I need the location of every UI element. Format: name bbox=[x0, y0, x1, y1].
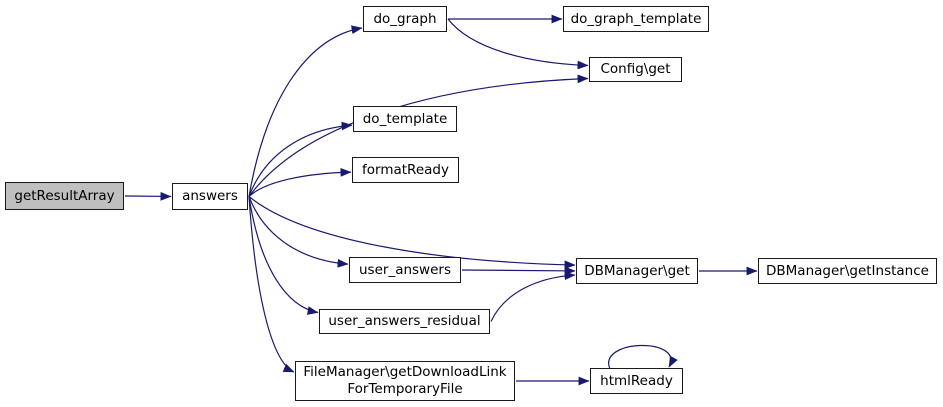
edge-answers-to-dbmanager_get bbox=[248, 196, 576, 270]
node-user_answers_residual[interactable]: user_answers_residual bbox=[319, 309, 490, 334]
node-dbmanager_getinstance[interactable]: DBManager\getInstance bbox=[758, 258, 937, 284]
node-getResultArray: getResultArray bbox=[5, 182, 124, 210]
node-do_graph[interactable]: do_graph bbox=[363, 6, 447, 32]
edge-htmlReady-to-htmlReady bbox=[608, 344, 678, 370]
node-answers[interactable]: answers bbox=[172, 183, 248, 210]
node-user_answers[interactable]: user_answers bbox=[349, 257, 461, 283]
edge-answers-to-user_answers bbox=[248, 196, 349, 268]
edge-answers-to-filemanager_getdownloadlink bbox=[248, 196, 295, 373]
node-formatReady[interactable]: formatReady bbox=[352, 157, 459, 183]
node-do_graph_template[interactable]: do_graph_template bbox=[563, 6, 709, 32]
edge-answers-to-do_template bbox=[248, 121, 353, 197]
edge-user_answers_residual-to-dbmanager_get bbox=[490, 271, 576, 322]
edge-answers-to-formatReady bbox=[248, 167, 352, 197]
edge-user_answers-to-dbmanager_get bbox=[461, 266, 576, 276]
node-dbmanager_get[interactable]: DBManager\get bbox=[576, 258, 698, 284]
edge-do_graph-to-config_get bbox=[447, 18, 589, 70]
node-config_get[interactable]: Config\get bbox=[589, 57, 682, 82]
edge-answers-to-user_answers_residual bbox=[248, 196, 319, 315]
node-filemanager_getdownloadlink[interactable]: FileManager\getDownloadLink ForTemporary… bbox=[295, 361, 515, 401]
edge-answers-to-do_graph bbox=[248, 25, 363, 197]
node-htmlReady[interactable]: htmlReady bbox=[590, 368, 683, 394]
node-do_template[interactable]: do_template bbox=[353, 106, 457, 132]
